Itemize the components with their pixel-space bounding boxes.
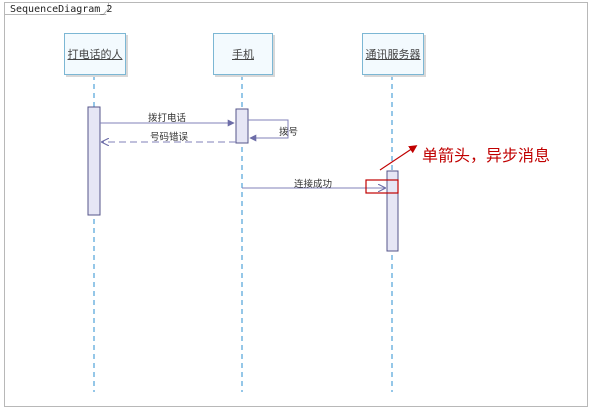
message-label-wrong-number: 号码错误	[150, 132, 189, 143]
activation-phone	[235, 108, 249, 144]
annotation-text: 单箭头，异步消息	[422, 146, 551, 165]
frame-title-tab	[4, 2, 109, 15]
message-label-connected: 连接成功	[294, 179, 333, 190]
diagram-frame	[4, 2, 588, 407]
lifeline-head-caller[interactable]: 打电话的人	[64, 33, 126, 75]
activation-caller	[87, 106, 101, 216]
annotation-arrow	[379, 145, 418, 171]
lifeline-head-phone[interactable]: 手机	[213, 33, 273, 75]
lifeline-head-server[interactable]: 通讯服务器	[362, 33, 424, 75]
message-arrow-dial-number	[248, 119, 289, 142]
message-label-dial-call: 拨打电话	[148, 113, 187, 124]
annotation-highlight-box	[365, 179, 399, 194]
message-label-dial-number: 拨号	[279, 127, 299, 138]
activation-server	[386, 170, 399, 252]
frame-title: SequenceDiagram_2	[10, 4, 113, 15]
